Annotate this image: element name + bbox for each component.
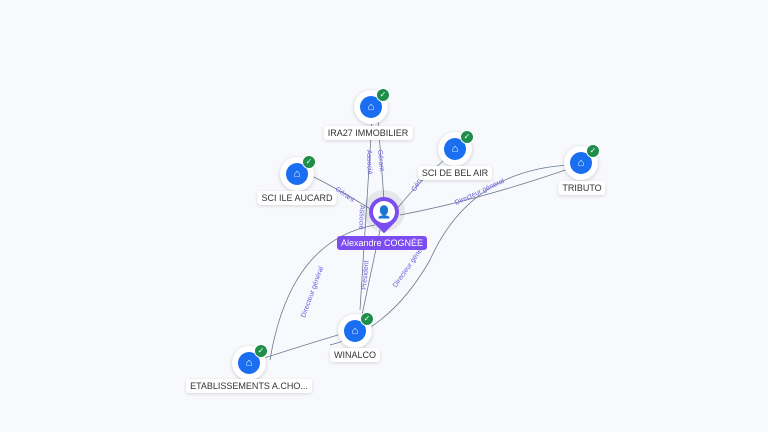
company-icon: ⌂	[570, 152, 592, 174]
edge-label: Président	[361, 260, 371, 290]
node-label[interactable]: SCI DE BEL AIR	[417, 166, 493, 180]
edge-line	[309, 174, 373, 211]
company-node[interactable]: ⌂✓	[438, 130, 474, 166]
company-node[interactable]: ⌂✓	[564, 144, 600, 180]
edge-label: Directeur général	[454, 178, 506, 207]
person-icon: 👤	[373, 201, 395, 223]
verified-check-icon: ✓	[460, 130, 474, 144]
company-node[interactable]: ⌂✓	[280, 155, 316, 191]
company-icon: ⌂	[238, 352, 260, 374]
company-node[interactable]: ⌂✓	[338, 312, 374, 348]
edge-label: Associé	[357, 205, 365, 230]
edge-label: Gérant	[376, 150, 385, 172]
company-icon: ⌂	[444, 138, 466, 160]
node-label[interactable]: SCI ILE AUCARD	[257, 191, 337, 205]
node-label[interactable]: TRIBUTO	[558, 181, 606, 195]
edge-line	[399, 164, 581, 216]
edge-line	[359, 119, 373, 311]
center-label[interactable]: Alexandre COGNÉE	[337, 236, 428, 250]
verified-check-icon: ✓	[254, 344, 268, 358]
company-node[interactable]: ⌂✓	[232, 344, 268, 380]
verified-check-icon: ✓	[360, 312, 374, 326]
company-icon: ⌂	[286, 163, 308, 185]
edge-line	[395, 154, 451, 211]
company-icon: ⌂	[344, 320, 366, 342]
verified-check-icon: ✓	[302, 155, 316, 169]
node-label[interactable]: ETABLISSEMENTS A.CHO...	[186, 379, 312, 393]
verified-check-icon: ✓	[586, 144, 600, 158]
node-label[interactable]: WINALCO	[329, 348, 381, 362]
verified-check-icon: ✓	[376, 88, 390, 102]
edge-label: Associé	[365, 150, 373, 175]
edge-label: Gérant	[334, 186, 356, 204]
edge-line	[269, 224, 376, 361]
node-label[interactable]: IRA27 IMMOBILIER	[323, 126, 413, 140]
company-node[interactable]: ⌂✓	[354, 88, 390, 124]
edge-label: Directeur général	[300, 265, 325, 318]
company-icon: ⌂	[360, 96, 382, 118]
